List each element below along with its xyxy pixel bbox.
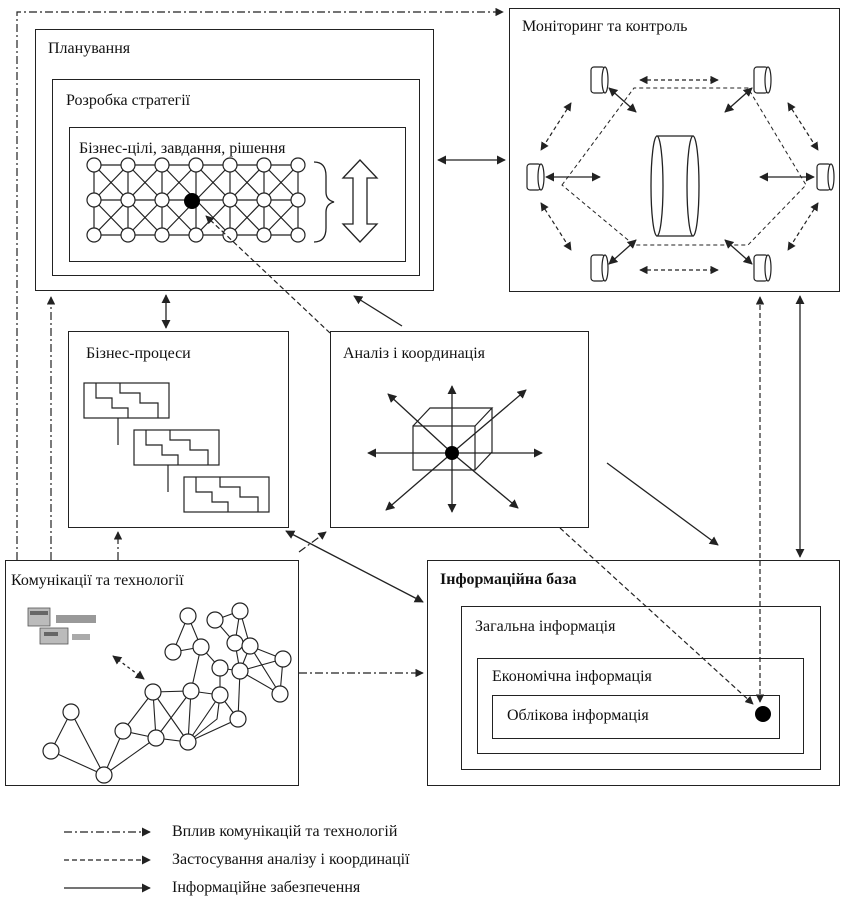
planning-title: Планування — [48, 40, 131, 57]
monitoring-title: Моніторинг та контроль — [522, 18, 688, 35]
info-base-title: Інформаційна база — [440, 571, 577, 588]
communications-network-nodes — [42, 602, 292, 784]
legend-item-analysis: Застосування аналізу і координації — [62, 850, 410, 870]
communications-title: Комунікації та технології — [11, 572, 184, 589]
legend-label: Вплив комунікацій та технологій — [172, 823, 398, 840]
legend-label: Застосування аналізу і координації — [172, 851, 410, 868]
monitoring-arrows-solid — [545, 87, 815, 265]
economic-info-title: Економічна інформація — [492, 668, 652, 685]
info-support-connectors — [161, 155, 805, 603]
legend-dashdot-line — [64, 827, 151, 837]
legend-label: Інформаційне забезпечення — [172, 879, 361, 896]
legend-solid-line — [64, 883, 151, 893]
communications-block — [5, 560, 299, 786]
monitoring-block — [509, 8, 840, 292]
analysis-rays — [367, 385, 543, 513]
general-info-block — [461, 606, 821, 770]
strategy-block — [52, 79, 420, 276]
legend-item-info: Інформаційне забезпечення — [62, 878, 360, 898]
goals-focus-node — [184, 193, 200, 209]
legend-dashed-line — [64, 855, 151, 865]
analysis-connectors — [205, 215, 765, 705]
legend-item-comm: Вплив комунікацій та технологій — [62, 822, 397, 842]
goals-grid-nodes — [86, 157, 306, 243]
goals-scale-double-arrow — [341, 159, 379, 243]
goals-block — [69, 127, 406, 262]
analysis-center-node — [445, 446, 459, 460]
goals-brace — [313, 161, 335, 243]
monitoring-arrows-dashed — [540, 75, 819, 275]
communications-terminal-image — [27, 607, 96, 645]
strategy-title: Розробка стратегії — [66, 92, 191, 109]
accounting-info-title: Облікова інформація — [507, 707, 649, 724]
economic-info-block — [477, 658, 804, 754]
processes-title: Бізнес-процеси — [86, 345, 191, 362]
monitoring-center-cylinder — [650, 135, 700, 237]
monitoring-drums — [526, 66, 835, 282]
info-base-block — [427, 560, 840, 786]
analysis-block — [330, 331, 589, 528]
general-info-title: Загальна інформація — [475, 618, 616, 635]
goals-title: Бізнес-цілі, завдання, рішення — [79, 140, 286, 157]
comm-influence-connectors — [16, 7, 504, 678]
planning-block — [35, 29, 434, 291]
analysis-title: Аналіз і координація — [343, 345, 486, 362]
terminal-link-arrow — [112, 655, 145, 680]
accounting-info-block — [492, 695, 780, 739]
analysis-cube — [412, 407, 494, 471]
business-process-steps — [83, 382, 270, 513]
accounting-focus-node — [755, 706, 771, 722]
processes-block — [68, 331, 289, 528]
